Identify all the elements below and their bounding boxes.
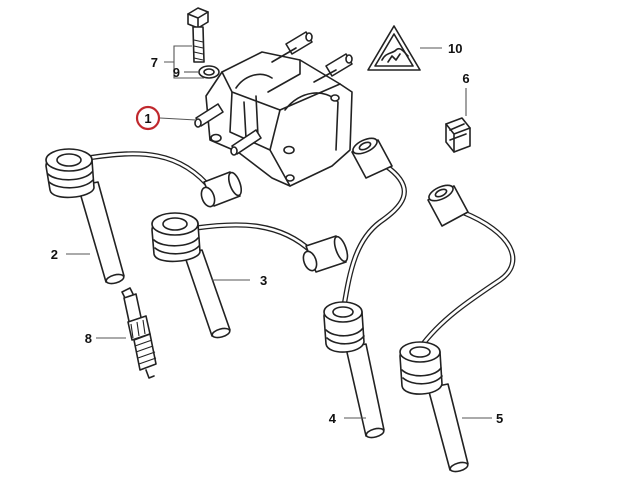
high-voltage-warning-icon (367, 25, 421, 71)
callout-3[interactable]: 3 (260, 273, 267, 288)
callout-5[interactable]: 5 (496, 411, 503, 426)
washer[interactable] (198, 65, 220, 79)
callout-7[interactable]: 7 (151, 55, 158, 70)
ignition-lead-4[interactable] (323, 135, 407, 439)
callout-6[interactable]: 6 (462, 71, 469, 86)
callout-10[interactable]: 10 (448, 41, 462, 56)
wire-clip[interactable] (445, 117, 471, 153)
ignition-lead-3[interactable] (151, 212, 350, 339)
mounting-bolt[interactable] (187, 7, 209, 63)
callout-1[interactable]: 1 (144, 111, 151, 126)
callout-8[interactable]: 8 (85, 331, 92, 346)
callout-9[interactable]: 9 (173, 65, 180, 80)
ignition-lead-5[interactable] (399, 182, 516, 473)
selected-part-highlight (135, 105, 161, 131)
spark-plug[interactable] (121, 287, 157, 379)
callout-4[interactable]: 4 (329, 411, 337, 426)
ignition-lead-2[interactable] (45, 148, 244, 285)
ignition-coil[interactable] (194, 31, 353, 187)
leader-lines (66, 45, 492, 419)
callout-2[interactable]: 2 (51, 247, 58, 262)
